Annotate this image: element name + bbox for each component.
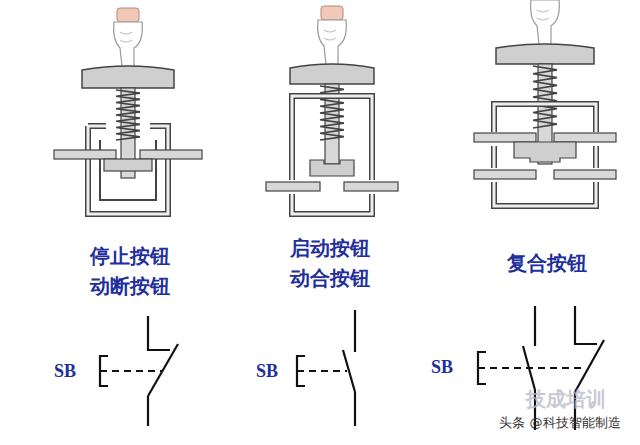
device-code: SB bbox=[431, 358, 453, 378]
button-name: 停止按钮 bbox=[90, 245, 170, 267]
button-name: 动断按钮 bbox=[90, 275, 170, 297]
no-button bbox=[266, 6, 398, 214]
switch-symbols bbox=[100, 306, 604, 430]
button-name: 启动按钮 bbox=[290, 237, 370, 259]
compound-button bbox=[474, 0, 616, 206]
nc-button bbox=[54, 8, 202, 214]
watermark: 技成培训 bbox=[526, 388, 606, 410]
button-name: 动合按钮 bbox=[290, 267, 370, 289]
button-name: 复合按钮 bbox=[507, 252, 587, 274]
device-code: SB bbox=[256, 362, 278, 382]
watermark: 头条 @科技智能制造 bbox=[499, 416, 620, 430]
device-code: SB bbox=[54, 362, 76, 382]
